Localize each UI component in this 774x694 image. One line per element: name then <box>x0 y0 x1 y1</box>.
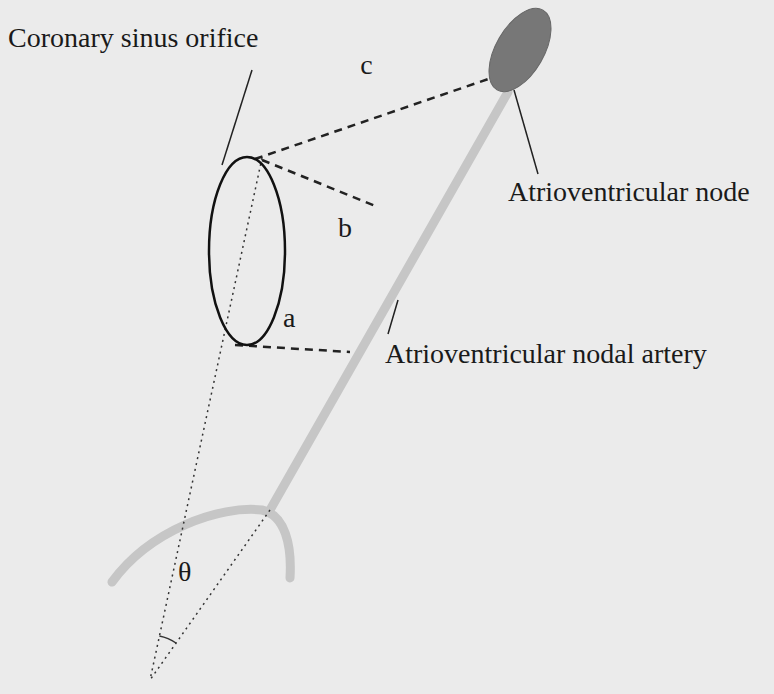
node-ellipse <box>476 0 564 102</box>
leader-line <box>514 90 538 174</box>
axis-line <box>150 158 262 680</box>
dimension-letter: c <box>360 49 372 81</box>
node-outline <box>482 2 558 98</box>
axis-line <box>150 510 270 680</box>
dimension-letter: a <box>283 302 295 334</box>
node-outline <box>207 155 287 347</box>
structure-label: Atrioventricular node <box>508 176 750 208</box>
angle-arc <box>159 636 176 643</box>
leader-line <box>388 300 398 334</box>
dimension-connector <box>255 79 490 160</box>
structure-label: Atrioventricular nodal artery <box>385 338 707 370</box>
orifice-ellipse <box>209 157 285 345</box>
dimension-line <box>235 345 350 352</box>
leader-line <box>222 70 252 165</box>
angle-symbol: θ <box>178 556 191 588</box>
orifice-ellipse: Coronary sinus orifice <box>207 155 287 347</box>
artery-line <box>270 92 508 510</box>
dimension-letter: b <box>338 212 352 244</box>
structure-label: Coronary sinus orifice <box>8 22 258 54</box>
node-ellipse: Atrioventricular node <box>482 2 558 98</box>
